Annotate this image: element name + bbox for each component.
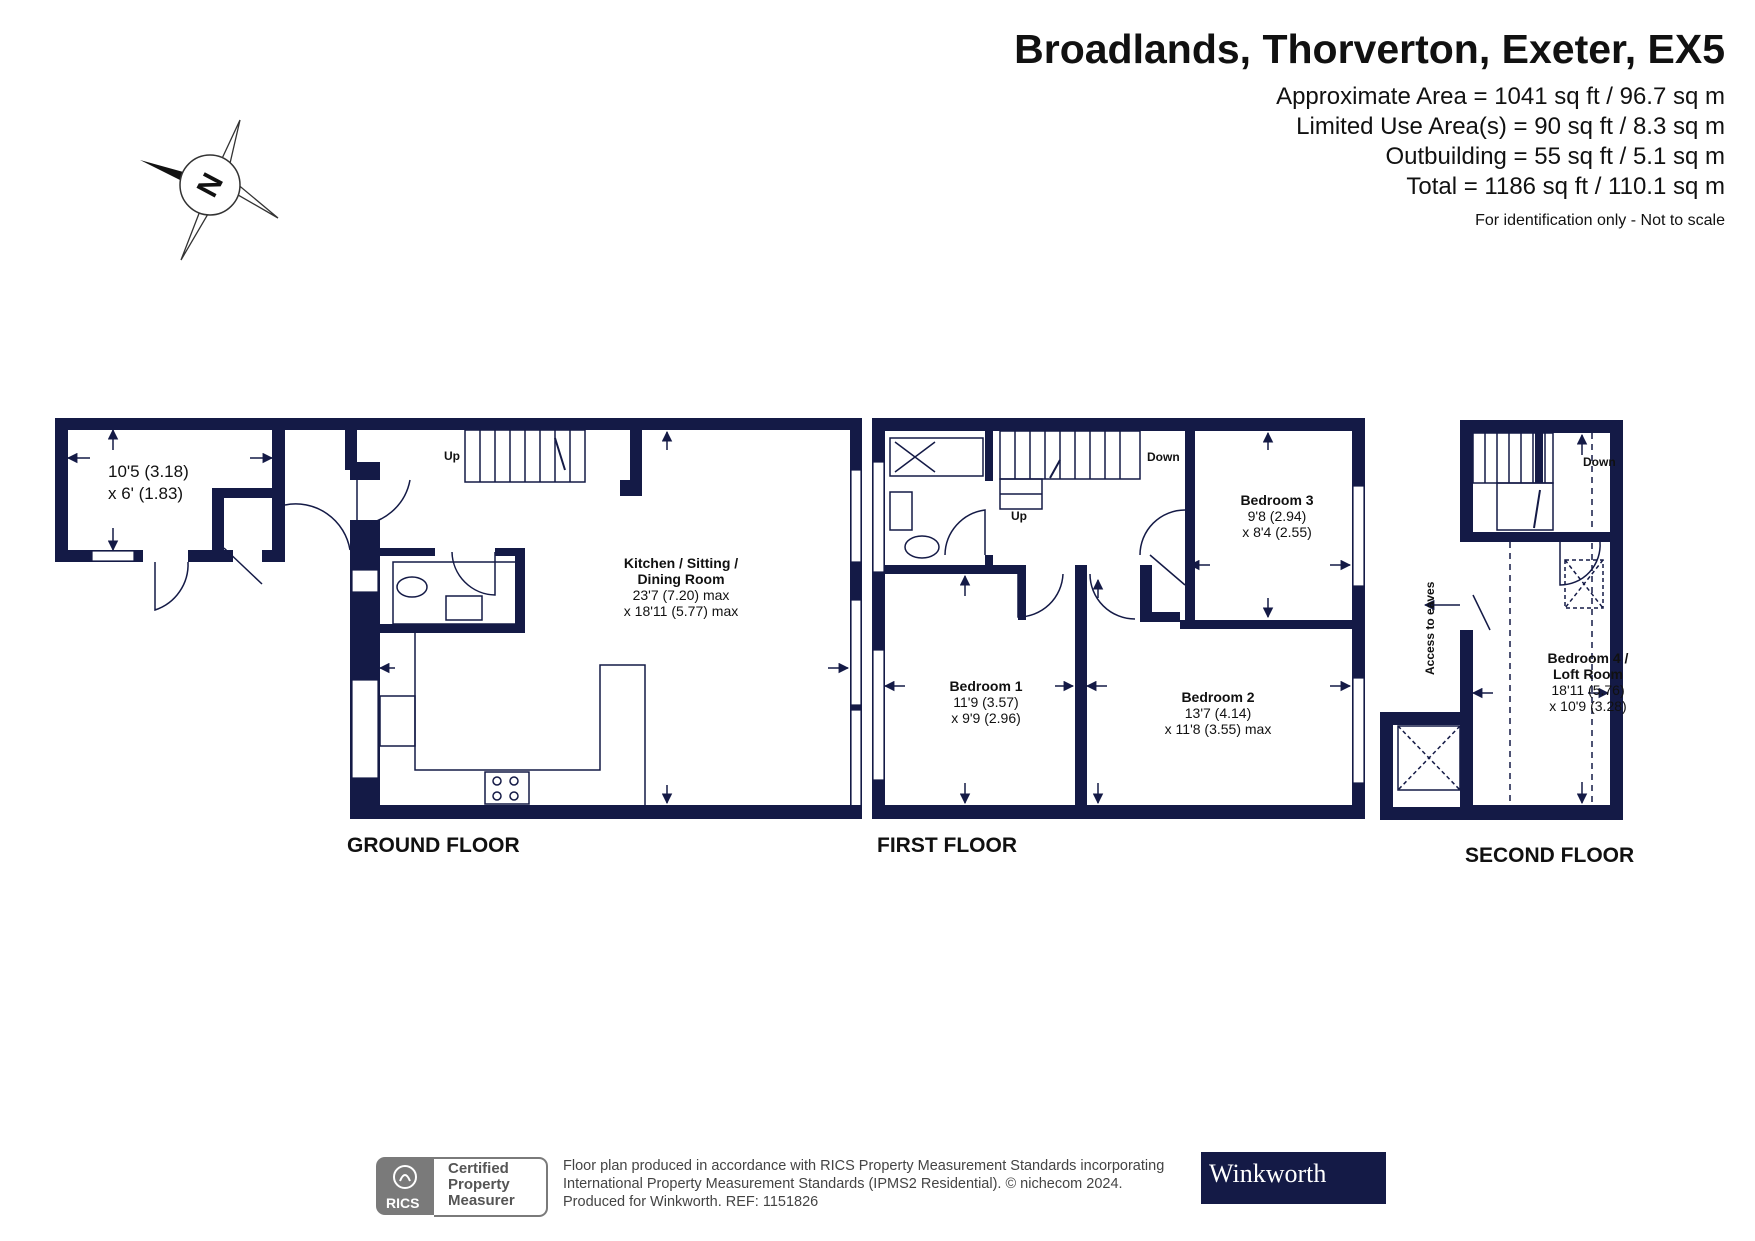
- bedroom2-name: Bedroom 2: [1181, 689, 1254, 705]
- second-floor-label: SECOND FLOOR: [1465, 844, 1634, 867]
- area-total: Total = 1186 sq ft / 110.1 sq m: [1406, 173, 1725, 200]
- rics-label-box: [434, 1157, 548, 1217]
- first-floor-plan: [872, 418, 1365, 819]
- first-stairs-down-label: Down: [1147, 450, 1180, 464]
- compass-icon: N: [140, 119, 279, 261]
- area-limited-use: Limited Use Area(s) = 90 sq ft / 8.3 sq …: [1296, 113, 1725, 140]
- lion-icon: [393, 1165, 417, 1189]
- bedroom2-dimension-1: 13'7 (4.14): [1185, 705, 1252, 721]
- bedroom4-dimension-2: x 10'9 (3.28): [1549, 698, 1626, 714]
- bedroom1-dimension-2: x 9'9 (2.96): [951, 710, 1021, 726]
- scale-disclaimer: For identification only - Not to scale: [1475, 212, 1725, 229]
- bedroom1-name: Bedroom 1: [949, 678, 1022, 694]
- first-floor-label: FIRST FLOOR: [877, 834, 1017, 857]
- bedroom3-dimension-1: 9'8 (2.94): [1248, 508, 1307, 524]
- agent-logo: Winkworth: [1201, 1152, 1386, 1204]
- second-stairs-down-label: Down: [1583, 455, 1616, 469]
- kitchen-name-line-2: Dining Room: [637, 571, 724, 587]
- bedroom3-dimension-2: x 8'4 (2.55): [1242, 524, 1312, 540]
- outbuilding-dimension-1: 10'5 (3.18): [108, 462, 189, 481]
- footer-line-2: International Property Measurement Stand…: [563, 1176, 1123, 1192]
- area-approximate: Approximate Area = 1041 sq ft / 96.7 sq …: [1276, 83, 1725, 110]
- access-to-eaves-label: Access to eaves: [1423, 581, 1437, 675]
- bedroom4-dimension-1: 18'11 (5.76): [1551, 682, 1624, 698]
- first-stairs-up-label: Up: [1011, 509, 1027, 523]
- second-floor-plan: [1380, 420, 1623, 820]
- bedroom4-name-line-2: Loft Room: [1553, 666, 1623, 682]
- ground-floor-label: GROUND FLOOR: [347, 834, 520, 857]
- footer-line-3: Produced for Winkworth. REF: 1151826: [563, 1194, 819, 1210]
- footer-disclaimer: Floor plan produced in accordance with R…: [563, 1157, 1164, 1211]
- agent-name: Winkworth: [1209, 1159, 1327, 1188]
- ground-floor-plan: [55, 418, 862, 819]
- property-title: Broadlands, Thorverton, Exeter, EX5: [1014, 26, 1725, 72]
- kitchen-dimension-2: x 18'11 (5.77) max: [624, 603, 738, 619]
- area-outbuilding: Outbuilding = 55 sq ft / 5.1 sq m: [1385, 143, 1725, 170]
- kitchen-dimension-1: 23'7 (7.20) max: [633, 587, 730, 603]
- rics-badge: RICS Certified Property Measurer: [376, 1157, 551, 1217]
- kitchen-name-line-1: Kitchen / Sitting /: [624, 555, 738, 571]
- ground-stairs-label: Up: [444, 449, 460, 463]
- bedroom1-dimension-1: 11'9 (3.57): [953, 694, 1018, 710]
- rics-wordmark: RICS: [386, 1195, 420, 1211]
- bedroom4-name-line-1: Bedroom 4 /: [1548, 650, 1629, 666]
- rics-logo-icon: RICS: [376, 1157, 434, 1215]
- outbuilding-dimension-2: x 6' (1.83): [108, 484, 183, 503]
- footer-line-1: Floor plan produced in accordance with R…: [563, 1158, 1165, 1174]
- bedroom2-dimension-2: x 11'8 (3.55) max: [1165, 721, 1272, 737]
- bedroom3-name: Bedroom 3: [1240, 492, 1313, 508]
- rics-certified-text: Certified Property Measurer: [448, 1160, 515, 1209]
